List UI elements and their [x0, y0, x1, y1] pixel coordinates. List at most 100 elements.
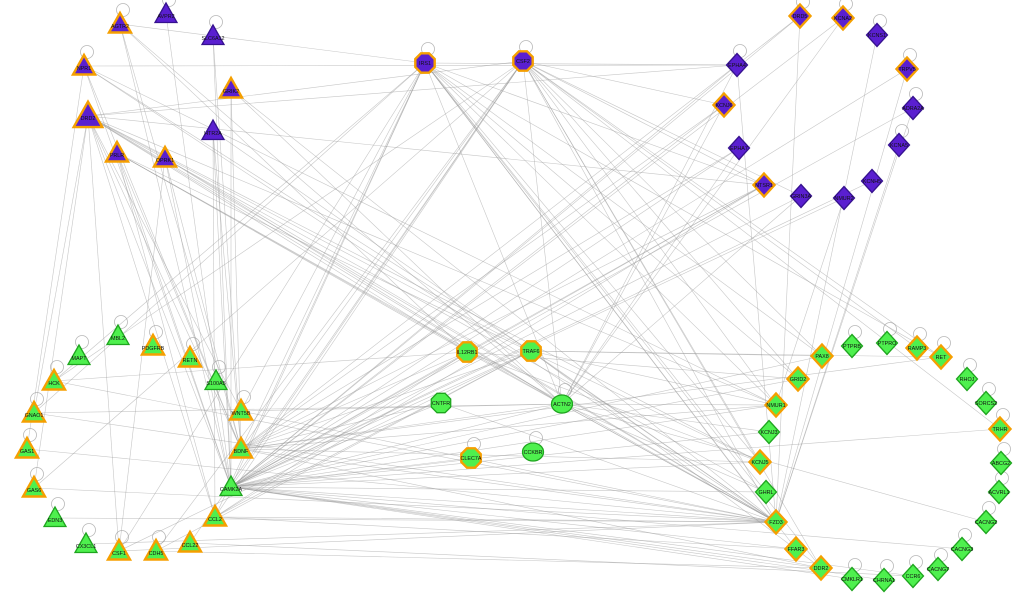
node-NMUR1[interactable]: NMUR1 [763, 391, 789, 419]
node-AVPR2[interactable]: AVPR2 [153, 1, 179, 24]
node-shape-diamond[interactable] [789, 183, 813, 209]
node-EPHA4[interactable]: EPHA4 [725, 52, 749, 78]
node-CCL22[interactable]: CCL22 [176, 529, 204, 553]
node-MBL2[interactable]: MBL2 [105, 323, 131, 346]
node-shape-triangle[interactable] [200, 23, 226, 46]
node-KCNA2[interactable]: KCNA2 [830, 4, 856, 32]
node-shape-triangle[interactable] [42, 505, 68, 528]
node-shape-octagon[interactable] [430, 392, 452, 414]
node-shape-triangle[interactable] [227, 435, 255, 459]
node-shape-diamond[interactable] [808, 554, 834, 582]
node-PDGFRB[interactable]: PDGFRB [139, 332, 167, 356]
node-shape-triangle[interactable] [73, 531, 99, 554]
node-CACNG2[interactable]: CACNG2 [974, 509, 998, 535]
node-shape-diamond[interactable] [725, 52, 749, 78]
node-shape-diamond[interactable] [860, 168, 884, 194]
node-shape-diamond[interactable] [757, 419, 781, 445]
node-TRAF6[interactable]: TRAF6 [520, 340, 542, 362]
node-shape-triangle[interactable] [20, 399, 48, 423]
node-shape-diamond[interactable] [974, 390, 998, 416]
node-shape-triangle[interactable] [176, 529, 204, 553]
node-shape-diamond[interactable] [754, 479, 778, 505]
node-shape-diamond[interactable] [751, 171, 777, 199]
node-shape-diamond[interactable] [785, 365, 811, 393]
node-EDN3[interactable]: EDN3 [42, 505, 68, 528]
node-shape-triangle[interactable] [200, 118, 226, 141]
node-CSF2[interactable]: CSF2 [512, 50, 534, 72]
node-shape-triangle[interactable] [227, 397, 255, 421]
node-IRS1[interactable]: IRS1 [414, 52, 436, 74]
node-ABCG2[interactable]: ABCG2 [989, 450, 1013, 476]
node-shape-octagon[interactable] [460, 447, 482, 469]
node-GRIK2[interactable]: GRIK2 [217, 75, 245, 99]
node-CLEC7A[interactable]: CLEC7A [460, 447, 482, 469]
node-shape-diamond[interactable] [928, 343, 954, 371]
node-shape-diamond[interactable] [955, 366, 979, 392]
node-FFAR3[interactable]: FFAR3 [783, 535, 809, 563]
node-shape-diamond[interactable] [747, 448, 773, 476]
node-shape-diamond[interactable] [830, 4, 856, 32]
node-shape-triangle[interactable] [66, 343, 92, 366]
node-shape-diamond[interactable] [926, 556, 950, 582]
node-shape-triangle[interactable] [20, 474, 48, 498]
node-TRHR[interactable]: TRHR [987, 415, 1013, 443]
node-shape-diamond[interactable] [887, 132, 911, 158]
node-SORCS2[interactable]: SORCS2 [974, 390, 998, 416]
node-PRLR[interactable]: PRLR [103, 139, 131, 163]
node-PAX8[interactable]: PAX8 [809, 342, 835, 370]
node-CHRNA1[interactable]: CHRNA1 [872, 567, 896, 593]
node-shape-diamond[interactable] [901, 95, 925, 121]
node-shape-ellipse[interactable] [521, 442, 545, 462]
node-shape-triangle[interactable] [105, 323, 131, 346]
node-TRPV5[interactable]: TRPV5 [894, 55, 920, 83]
node-shape-octagon[interactable] [414, 52, 436, 74]
node-shape-triangle[interactable] [139, 332, 167, 356]
node-shape-triangle[interactable] [153, 1, 179, 24]
node-shape-ellipse[interactable] [550, 394, 574, 414]
node-shape-diamond[interactable] [901, 563, 925, 589]
node-EPHA7[interactable]: EPHA7 [727, 135, 751, 161]
node-AGTR2[interactable]: AGTR2 [106, 10, 134, 34]
node-shape-triangle[interactable] [151, 144, 179, 168]
node-shape-triangle[interactable] [217, 75, 245, 99]
node-shape-triangle[interactable] [105, 537, 133, 561]
node-shape-diamond[interactable] [989, 450, 1013, 476]
node-NMUR2[interactable]: NMUR2 [832, 185, 856, 211]
node-NTSR1[interactable]: NTSR1 [751, 171, 777, 199]
node-NPR1[interactable]: NPR1 [70, 52, 98, 76]
node-GAS1[interactable]: GAS1 [13, 435, 41, 459]
node-FZD3[interactable]: FZD3 [763, 508, 789, 536]
node-shape-diamond[interactable] [763, 508, 789, 536]
node-shape-diamond[interactable] [840, 566, 864, 592]
node-IL12RB1[interactable]: IL12RB1 [456, 341, 478, 363]
node-KCNJ6[interactable]: KCNJ6 [711, 91, 737, 119]
node-CACNG7[interactable]: CACNG7 [926, 556, 950, 582]
node-shape-triangle[interactable] [40, 367, 68, 391]
node-shape-triangle[interactable] [218, 474, 244, 497]
node-KCNJ3[interactable]: KCNJ3 [757, 419, 781, 445]
node-shape-diamond[interactable] [832, 185, 856, 211]
node-shape-diamond[interactable] [875, 330, 899, 356]
node-shape-triangle[interactable] [176, 344, 204, 368]
node-PTPRO[interactable]: PTPRO [875, 330, 899, 356]
node-ACVRL1[interactable]: ACVRL1 [987, 479, 1011, 505]
node-shape-diamond[interactable] [872, 567, 896, 593]
node-DDR2[interactable]: DDR2 [808, 554, 834, 582]
node-CX3CL1[interactable]: CX3CL1 [73, 531, 99, 554]
node-KCNA5[interactable]: KCNA5 [887, 132, 911, 158]
node-RHOJ[interactable]: RHOJ [955, 366, 979, 392]
node-shape-octagon[interactable] [512, 50, 534, 72]
node-shape-diamond[interactable] [987, 415, 1013, 443]
node-shape-diamond[interactable] [894, 55, 920, 83]
node-shape-diamond[interactable] [783, 535, 809, 563]
node-CCKBR[interactable]: CCKBR [521, 442, 545, 462]
node-shape-triangle[interactable] [71, 99, 105, 129]
node-shape-diamond[interactable] [809, 342, 835, 370]
node-shape-octagon[interactable] [456, 341, 478, 363]
node-GNAO1[interactable]: GNAO1 [20, 399, 48, 423]
node-RET[interactable]: RET [928, 343, 954, 371]
node-CCR6[interactable]: CCR6 [901, 563, 925, 589]
node-shape-diamond[interactable] [787, 2, 813, 30]
node-shape-triangle[interactable] [201, 503, 229, 527]
